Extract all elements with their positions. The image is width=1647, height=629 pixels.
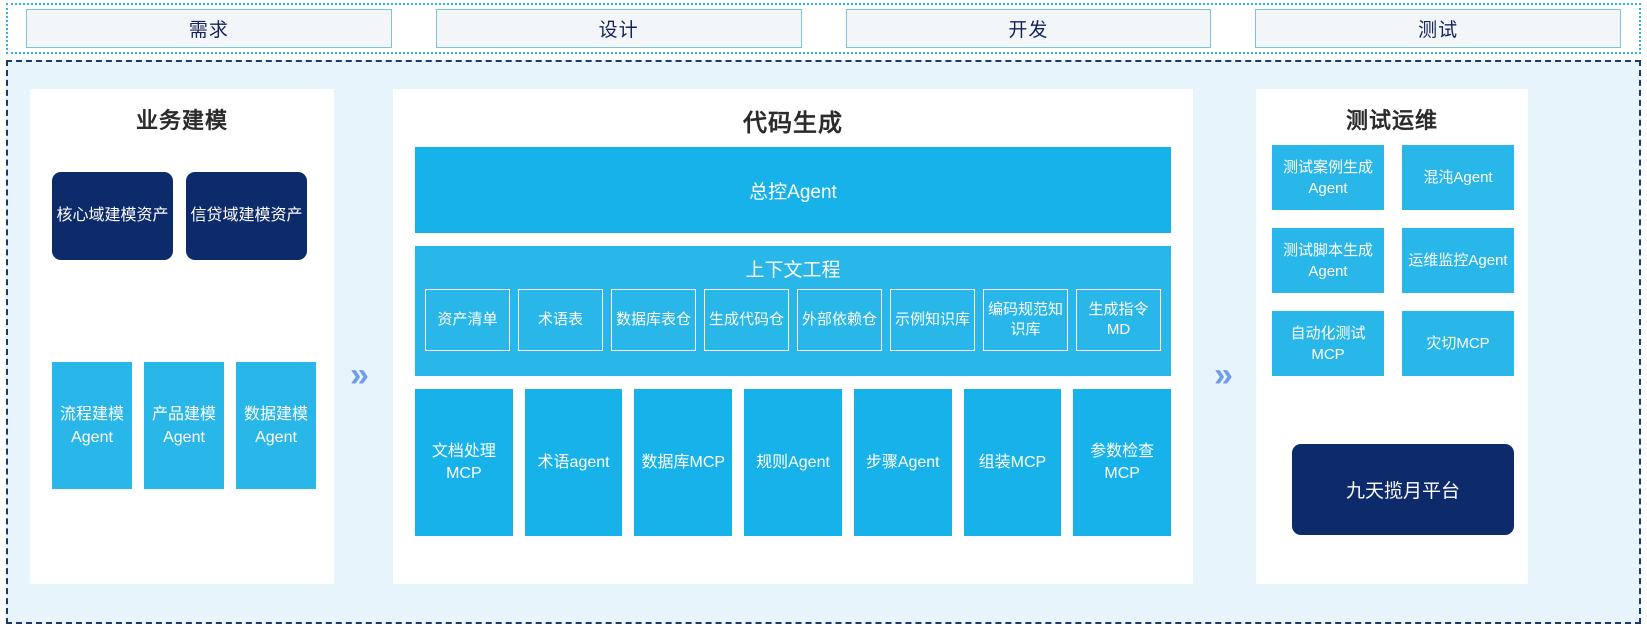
asset-row: 核心域建模资产 信贷域建模资产 [52,172,314,260]
asset-label: 核心域建模资产 [56,207,169,224]
context-item-asset-list[interactable]: 资产清单 [425,289,510,351]
tool-document-processing-mcp[interactable]: 文档处理MCP [415,389,513,536]
phase-box-testing[interactable]: 测试 [1255,9,1621,48]
tool-parameter-check-mcp[interactable]: 参数检查MCP [1073,389,1172,536]
agent-label: 流程建模Agent [59,405,124,446]
context-item-external-dependency-repo[interactable]: 外部依赖仓 [797,289,882,351]
test-box-label: 灾切MCP [1426,335,1490,352]
tool-rule-agent[interactable]: 规则Agent [744,389,842,536]
phase-label: 测试 [1418,20,1459,41]
context-item-label: 生成指令MD [1088,301,1149,338]
phase-box-requirements[interactable]: 需求 [26,9,392,48]
tool-label: 文档处理MCP [431,442,496,482]
agent-label: 数据建模Agent [243,405,308,446]
platform-label: 九天揽月平台 [1345,481,1460,502]
asset-box-core-domain[interactable]: 核心域建模资产 [52,172,173,260]
tool-row: 文档处理MCP 术语agent 数据库MCP 规则Agent 步骤Agent 组… [415,389,1172,536]
phase-box-development[interactable]: 开发 [845,9,1212,48]
tool-label: 参数检查MCP [1090,442,1155,482]
agent-data-modeling[interactable]: 数据建模Agent [236,362,316,489]
panel-title-business-modeling: 业务建模 [135,108,228,133]
tool-glossary-agent[interactable]: 术语agent [524,389,623,536]
phase-label: 开发 [1008,20,1049,41]
context-item-row: 资产清单 术语表 数据库表仓 生成代码仓 外部依赖仓 示例知识库 编码规范知识库… [415,289,1171,351]
test-box-label: 自动化测试MCP [1290,324,1366,363]
test-case-generation-agent[interactable]: 测试案例生成Agent [1272,145,1384,210]
context-engineering-title: 上下文工程 [745,260,841,281]
tool-step-agent[interactable]: 步骤Agent [853,389,952,536]
panel-title-code-generation: 代码生成 [743,110,843,137]
agent-label: 产品建模Agent [151,405,216,446]
test-box-label: 测试脚本生成Agent [1282,241,1373,280]
panel-title-test-operations: 测试运维 [1345,108,1438,133]
context-item-generated-code-repo[interactable]: 生成代码仓 [704,289,789,351]
chaos-agent[interactable]: 混沌Agent [1402,145,1514,210]
phase-label: 需求 [188,20,229,41]
agent-process-modeling[interactable]: 流程建模Agent [52,362,132,489]
ops-monitoring-agent[interactable]: 运维监控Agent [1402,228,1514,293]
context-item-generation-instruction-md[interactable]: 生成指令MD [1076,289,1161,351]
context-item-label: 编码规范知识库 [987,301,1063,338]
modeling-agent-row: 流程建模Agent 产品建模Agent 数据建模Agent [52,362,316,489]
main-frame: 业务建模 核心域建模资产 信贷域建模资产 流程建模Agent 产品建模Agent… [6,60,1641,624]
master-agent-label: 总控Agent [749,181,837,203]
agent-product-modeling[interactable]: 产品建模Agent [144,362,224,489]
tool-database-mcp[interactable]: 数据库MCP [634,389,733,536]
tool-label: 数据库MCP [641,453,726,471]
test-script-generation-agent[interactable]: 测试脚本生成Agent [1272,228,1384,293]
tool-label: 规则Agent [756,453,830,471]
context-item-coding-standard-knowledge-base[interactable]: 编码规范知识库 [983,289,1068,351]
tool-assembly-mcp[interactable]: 组装MCP [963,389,1062,536]
panel-code-generation: 代码生成 总控Agent 上下文工程 资产清单 术语表 数据库表仓 生成代码仓 … [393,89,1193,584]
chevron-right-icon-2: » [1214,356,1233,394]
master-control-agent-banner[interactable]: 总控Agent [415,147,1171,233]
context-item-label: 示例知识库 [894,311,970,328]
tool-label: 组装MCP [978,453,1047,471]
test-box-label: 混沌Agent [1423,169,1493,186]
panel-test-operations: 测试运维 测试案例生成Agent 混沌Agent 测试脚本生成Agent 运维监… [1256,89,1528,584]
chevron-right-icon-1: » [350,356,369,394]
context-item-label: 资产清单 [437,311,498,328]
asset-label: 信贷域建模资产 [190,207,303,224]
phase-box-design[interactable]: 设计 [435,9,802,48]
context-item-db-table-repo[interactable]: 数据库表仓 [611,289,696,351]
platform-box-jiutian-lanyue[interactable]: 九天揽月平台 [1292,444,1514,535]
phase-label: 设计 [598,20,639,41]
test-box-label: 运维监控Agent [1408,252,1508,269]
context-item-label: 术语表 [537,311,583,328]
tool-label: 步骤Agent [865,453,940,471]
tool-label: 术语agent [537,453,610,471]
context-item-glossary[interactable]: 术语表 [518,289,603,351]
automated-testing-mcp[interactable]: 自动化测试MCP [1272,311,1384,376]
phase-strip: 需求 设计 开发 测试 [6,3,1641,54]
context-item-example-knowledge-base[interactable]: 示例知识库 [890,289,975,351]
context-engineering-block: 上下文工程 资产清单 术语表 数据库表仓 生成代码仓 外部依赖仓 示例知识库 编… [415,246,1171,376]
context-item-label: 数据库表仓 [615,311,691,328]
test-ops-grid: 测试案例生成Agent 混沌Agent 测试脚本生成Agent 运维监控Agen… [1272,145,1514,376]
context-item-label: 生成代码仓 [708,311,784,328]
disaster-recovery-mcp[interactable]: 灾切MCP [1402,311,1514,376]
test-box-label: 测试案例生成Agent [1282,158,1373,197]
context-item-label: 外部依赖仓 [801,311,877,328]
asset-box-credit-domain[interactable]: 信贷域建模资产 [186,172,307,260]
panel-business-modeling: 业务建模 核心域建模资产 信贷域建模资产 流程建模Agent 产品建模Agent… [30,89,334,584]
